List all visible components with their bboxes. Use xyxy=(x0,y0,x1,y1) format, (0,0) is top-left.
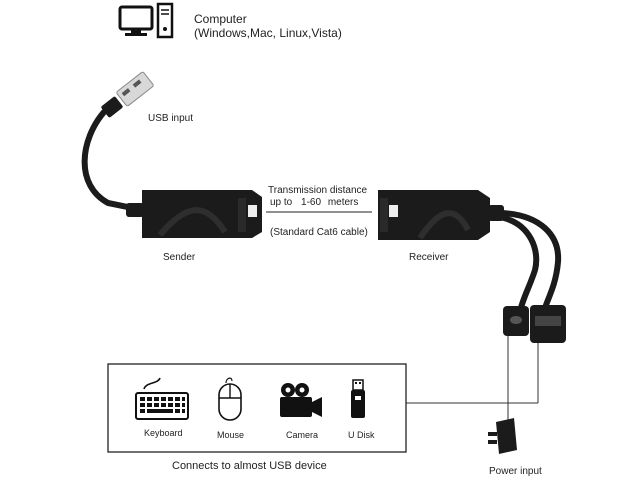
camera-icon xyxy=(280,383,322,417)
cable-type-label: (Standard Cat6 cable) xyxy=(270,227,368,238)
sender-label: Sender xyxy=(163,252,196,263)
power-port xyxy=(503,306,529,336)
device-label-camera: Camera xyxy=(286,430,319,440)
power-adapter-icon xyxy=(488,418,517,454)
receiver-device xyxy=(378,190,504,240)
usb-input-label: USB input xyxy=(148,113,194,124)
usb-disk-icon xyxy=(351,379,365,418)
connects-caption: Connects to almost USB device xyxy=(172,460,327,472)
y-cable-upper xyxy=(499,210,562,311)
transmission-unit: meters xyxy=(327,197,359,208)
y-cable-lower xyxy=(501,215,540,315)
usb-port-female xyxy=(530,305,566,343)
device-label-mouse: Mouse xyxy=(217,430,245,440)
transmission-line1: Transmission distance xyxy=(268,185,368,196)
keyboard-icon xyxy=(135,377,189,420)
device-label-udisk: U Disk xyxy=(348,430,375,440)
transmission-line2: up to 1-60 meters xyxy=(270,197,358,208)
device-label-keyboard: Keyboard xyxy=(144,428,183,438)
power-input-label: Power input xyxy=(489,466,542,477)
computer-title: Computer xyxy=(194,12,247,26)
computer-os-list: (Windows,Mac, Linux,Vista) xyxy=(194,26,342,40)
devices-frame xyxy=(107,363,407,453)
sender-device xyxy=(126,190,262,238)
transmission-prefix: up to xyxy=(270,197,293,208)
computer-icon xyxy=(118,2,174,39)
usb-cable xyxy=(81,109,145,213)
usb-plug xyxy=(101,71,154,118)
transmission-range: 1-60 xyxy=(301,197,322,208)
receiver-label: Receiver xyxy=(409,252,449,263)
mouse-icon xyxy=(218,377,242,421)
